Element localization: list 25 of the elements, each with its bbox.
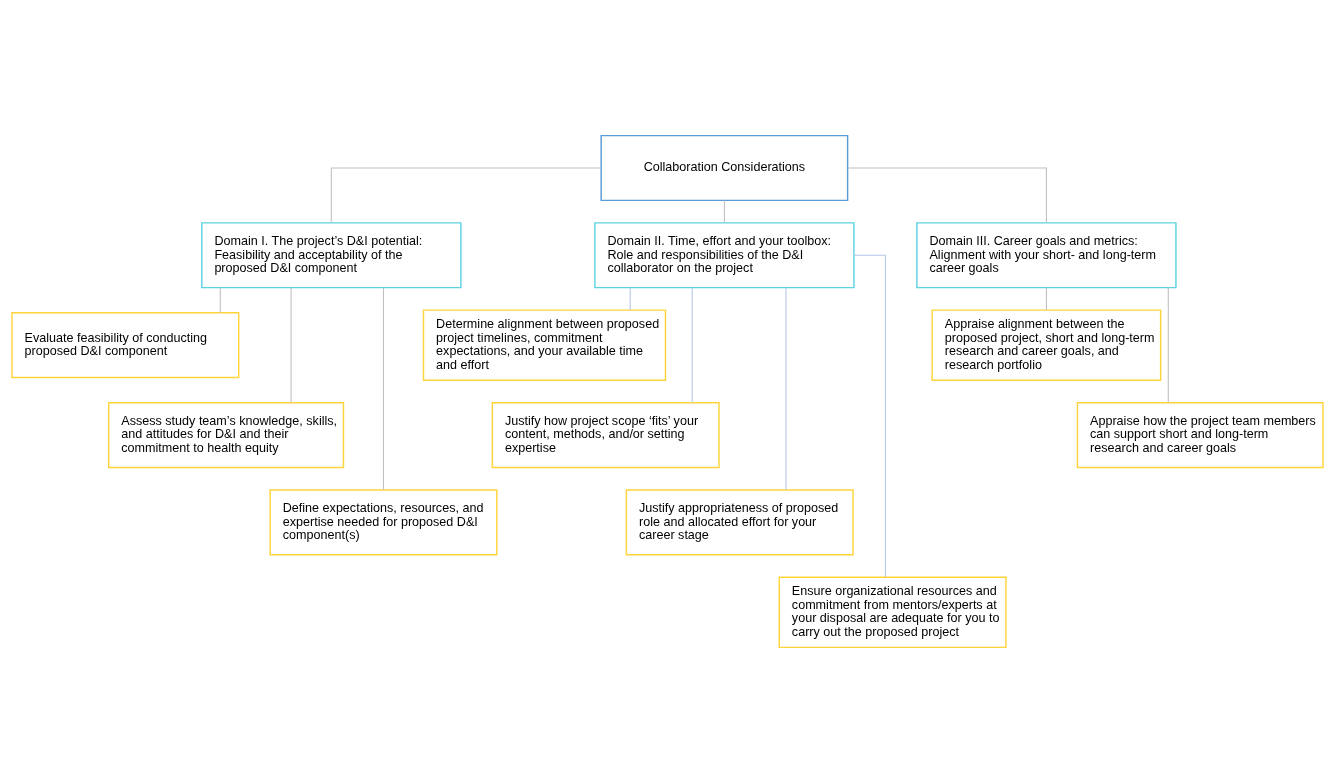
- connector: [785, 287, 787, 491]
- connector: [330, 167, 602, 224]
- node-box: Domain II. Time, effort and your toolbox: Role and responsibilities of the D&I collaborator on the project: [594, 222, 855, 289]
- node-box: Assess study team’s knowledge, skills, and attitudes for D&I and their commitment to health equity: [108, 402, 345, 469]
- node-box: Domain III. Career goals and metrics: Alignment with your short- and long-term career goals: [916, 222, 1177, 289]
- node-box: Justify appropriateness of proposed role and allocated effort for your career stage: [625, 489, 854, 556]
- node-box: Define expectations, resources, and expertise needed for proposed D&I component(s): [269, 489, 498, 556]
- connector: [723, 199, 725, 224]
- node-box: Appraise alignment between the proposed project, short and long-term research and career goals, and research portfolio: [931, 309, 1162, 381]
- node-box: Evaluate feasibility of conducting proposed D&I component: [11, 312, 240, 379]
- connector: [1045, 287, 1047, 311]
- connector: [853, 254, 886, 578]
- node-box: Appraise how the project team members can support short and long-term research and career goals: [1076, 402, 1324, 469]
- connector: [847, 167, 1047, 224]
- connector: [691, 287, 693, 404]
- connector: [290, 287, 292, 404]
- node-box: Determine alignment between proposed project timelines, commitment expectations, and your available time and effort: [422, 309, 667, 381]
- node-box: Collaboration Considerations: [600, 134, 849, 202]
- node-box: Domain I. The project’s D&I potential: Feasibility and acceptability of the proposed D&I component: [201, 222, 462, 289]
- node-box: Justify how project scope ‘fits’ your content, methods, and/or setting expertise: [491, 402, 720, 469]
- node-box: Ensure organizational resources and commitment from mentors/experts at your disposal are adequate for you to carry out the proposed project: [778, 576, 1007, 649]
- connector: [1167, 287, 1169, 404]
- connector: [629, 287, 631, 311]
- connector: [382, 287, 385, 491]
- connector: [219, 287, 221, 314]
